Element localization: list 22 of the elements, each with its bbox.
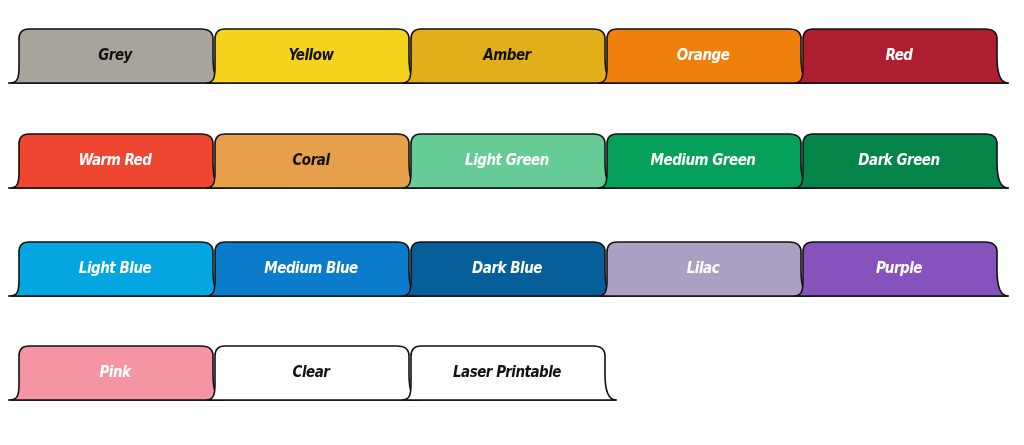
color-name: Orange [675, 46, 731, 64]
color-name: Lilac [685, 259, 721, 277]
color-name: Medium Blue [263, 259, 359, 277]
color-name: Amber [481, 46, 533, 64]
color-name: Grey [97, 46, 134, 64]
color-tab [401, 344, 617, 402]
color-tab [793, 132, 1009, 190]
color-name: Purple [874, 259, 924, 277]
color-name: Yellow [287, 46, 335, 64]
color-name: Dark Green [857, 151, 941, 169]
color-name: Laser Printable [451, 363, 563, 381]
color-name: Dark Blue [471, 259, 543, 277]
color-name: Coral [291, 151, 332, 169]
color-name: Medium Green [649, 151, 757, 169]
color-name: Clear [291, 363, 332, 381]
color-name: Light Blue [77, 259, 153, 277]
color-name: Light Green [464, 151, 550, 169]
color-name: Red [884, 46, 914, 64]
color-tab [793, 240, 1009, 298]
color-name: Pink [98, 363, 133, 381]
color-name: Warm Red [77, 151, 153, 169]
color-tab [793, 27, 1009, 85]
